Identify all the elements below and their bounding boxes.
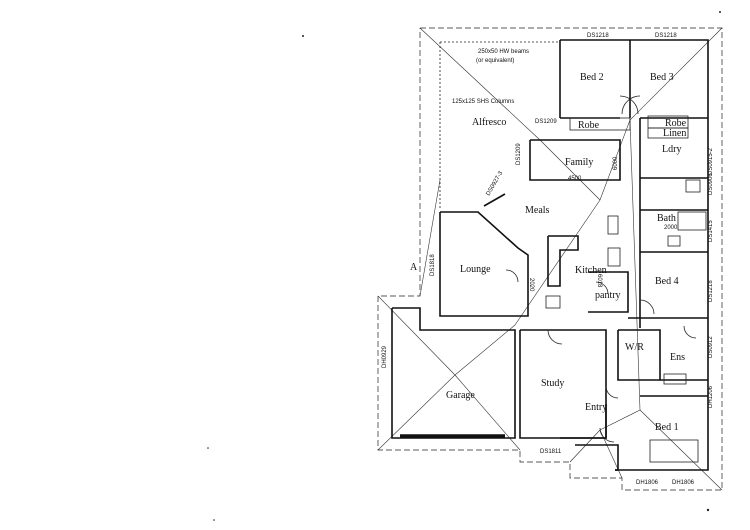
scan-dot — [207, 447, 209, 449]
door-swings — [505, 95, 697, 443]
room-robe-right: Robe — [665, 118, 687, 129]
room-bath: Bath — [657, 213, 676, 224]
external-walls — [391, 39, 709, 471]
room-kitchen: Kitchen — [575, 265, 607, 276]
code-ds1218-a: DS1218 — [587, 33, 609, 39]
room-alfresco: Alfresco — [472, 117, 506, 128]
room-lounge: Lounge — [460, 264, 491, 275]
code-dh1806-a: DH1806 — [636, 480, 659, 486]
note-beams-equivalent: (or equivalent) — [476, 58, 514, 64]
code-ds1218-b: DS1218 — [655, 33, 677, 39]
dim-2020: 2020 — [528, 278, 534, 292]
code-ds1209-v: DS1209 — [516, 143, 522, 165]
section-marker: A — [410, 262, 418, 273]
code-dh1206: DH1206 — [708, 385, 714, 408]
code-dh1806-b: DH1806 — [672, 480, 695, 486]
room-ldry: Ldry — [662, 144, 681, 155]
scan-dot — [706, 508, 710, 512]
room-robe-top: Robe — [578, 120, 600, 131]
room-pantry: pantry — [595, 290, 621, 301]
dim-4500: 4500 — [568, 176, 582, 182]
dim-2000: 2000 — [664, 225, 678, 231]
dim-6018: 6018 — [596, 274, 602, 288]
dim-6000: 6000 — [613, 156, 619, 170]
room-wr: W/R — [625, 342, 644, 353]
code-ds0912: DS0912 — [708, 336, 714, 358]
code-ds0927: DS0927-3 — [486, 170, 505, 197]
room-bed3: Bed 3 — [650, 72, 674, 83]
code-ds1818: DS1818 — [430, 254, 436, 276]
room-study: Study — [541, 378, 564, 389]
code-ds0915: DS0915-2 — [708, 147, 714, 175]
internal-walls — [483, 40, 708, 463]
code-ds1209: DS1209 — [535, 119, 557, 125]
scan-dot — [213, 519, 215, 521]
room-bed4: Bed 4 — [655, 276, 679, 287]
scan-dot — [719, 11, 721, 13]
code-ds1415: DS1415 — [708, 220, 714, 242]
room-bed1: Bed 1 — [655, 422, 679, 433]
room-garage: Garage — [446, 390, 475, 401]
room-linen: Linen — [663, 128, 686, 139]
room-ens: Ens — [670, 352, 685, 363]
room-family: Family — [565, 157, 593, 168]
code-ds0906: DS0906 — [708, 173, 714, 195]
room-entry: Entry — [585, 402, 607, 413]
scan-dot — [302, 35, 304, 37]
note-columns: 125x125 SHS Columns — [452, 99, 514, 105]
code-dh0929: DH0929 — [382, 345, 388, 368]
room-bed2: Bed 2 — [580, 72, 604, 83]
room-meals: Meals — [525, 205, 550, 216]
note-beams: 250x50 HW beams — [478, 49, 529, 55]
code-ds1218-c: DS1218 — [708, 280, 714, 302]
code-ds1811: DS1811 — [540, 449, 562, 455]
